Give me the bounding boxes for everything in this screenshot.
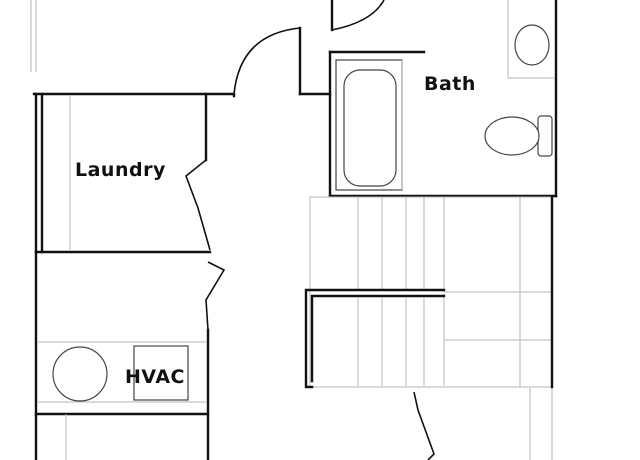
water-heater-icon — [52, 346, 108, 402]
bath-label: Bath — [424, 73, 476, 95]
staircase — [304, 195, 554, 389]
hvac-label: HVAC — [125, 366, 185, 388]
bath-room — [328, 0, 558, 198]
door-swing-bath-top — [331, 0, 385, 31]
stair-rail — [304, 288, 446, 389]
hvac-room — [34, 250, 226, 460]
upper-left-room — [30, 0, 37, 72]
furnace-icon — [133, 345, 189, 401]
hvac-bifold-door — [205, 261, 226, 331]
laundry-label: Laundry — [75, 159, 166, 181]
wall-upper-left — [32, 92, 236, 98]
sink-icon — [514, 24, 550, 66]
toilet-tank-icon — [537, 115, 553, 157]
laundry-bifold-door — [185, 159, 211, 251]
door-swing-bottom — [413, 391, 435, 460]
toilet-bowl-icon — [484, 116, 540, 156]
laundry-room — [34, 92, 212, 254]
door-swing-corridor — [233, 27, 301, 95]
